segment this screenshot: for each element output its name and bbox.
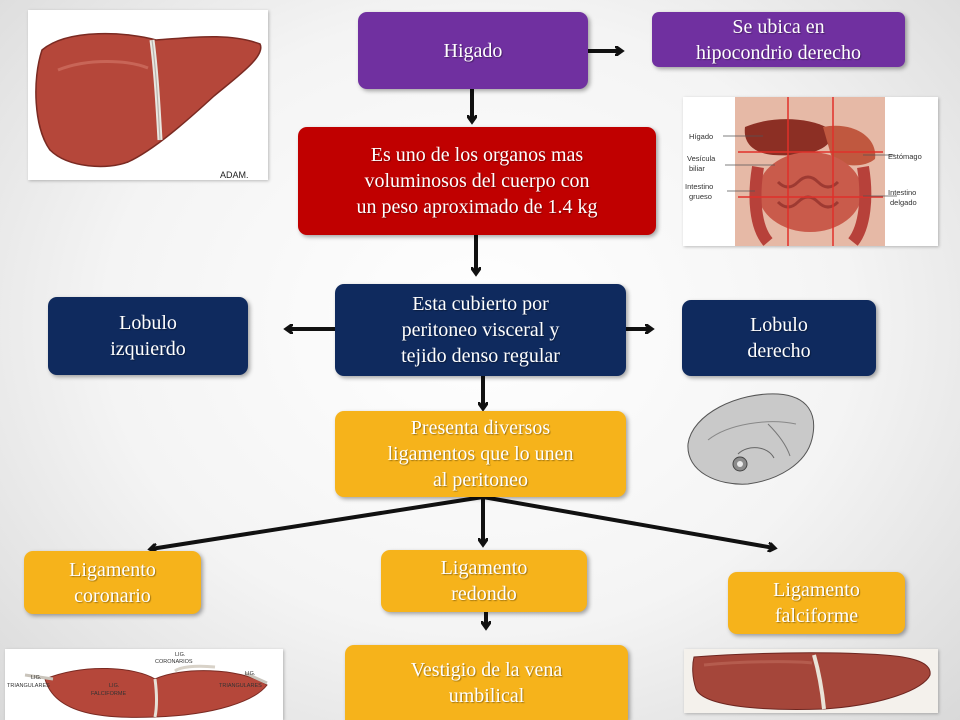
label-intestino-delgado: Intestino	[888, 188, 916, 197]
node-lobulo-izquierdo: Lobulo izquierdo	[48, 297, 248, 375]
node-ligamento-falciforme: Ligamento falciforme	[728, 572, 905, 634]
label-lig-coronarios-1: LIG.	[175, 652, 186, 658]
label-lig-falciforme-1: LIG.	[109, 683, 120, 689]
node-ligamentos: Presenta diversos ligamentos que lo unen…	[335, 411, 626, 497]
node-vestigio: Vestigio de la vena umbilical	[345, 645, 628, 720]
label-lig-coronarios-2: CORONARIOS	[155, 659, 193, 665]
label-delgado: delgado	[890, 198, 917, 207]
label-grueso: grueso	[689, 192, 712, 201]
node-ligamento-redondo: Ligamento redondo	[381, 550, 587, 612]
label-lig-right: LIG.	[245, 671, 256, 677]
node-descripcion: Es uno de los organos mas voluminosos de…	[298, 127, 656, 235]
liver-illustration: ADAM.	[28, 10, 268, 180]
abdominal-anatomy-image: Hígado Vesícula biliar Intestino grueso …	[683, 97, 938, 246]
label-intestino-grueso: Intestino	[685, 182, 713, 191]
arrow-ligamentos-to-coronario	[151, 495, 484, 549]
liver-ligaments-image: LIG. CORONARIOS LIG. TRIANGULARES LIG. F…	[5, 649, 283, 720]
liver-sketch-image	[678, 384, 826, 496]
adam-credit: ADAM.	[220, 170, 249, 180]
label-triangulares-left: TRIANGULARES	[7, 683, 50, 689]
label-lig-falciforme-2: FALCIFORME	[91, 691, 126, 697]
liver-photo-image	[684, 649, 938, 713]
node-higado: Higado	[358, 12, 588, 89]
label-lig-left: LIG.	[31, 675, 42, 681]
label-vesicula: Vesícula	[687, 154, 716, 163]
node-cubierta: Esta cubierto por peritoneo visceral y t…	[335, 284, 626, 376]
label-biliar: biliar	[689, 164, 705, 173]
node-ubicacion: Se ubica en hipocondrio derecho	[652, 12, 905, 67]
label-estomago: Estómago	[888, 152, 922, 161]
arrow-ligamentos-to-falciforme	[482, 495, 774, 548]
label-triangulares-right: TRIANGULARES	[219, 683, 262, 689]
node-lobulo-derecho: Lobulo derecho	[682, 300, 876, 376]
label-higado: Hígado	[689, 132, 713, 141]
node-ligamento-coronario: Ligamento coronario	[24, 551, 201, 614]
